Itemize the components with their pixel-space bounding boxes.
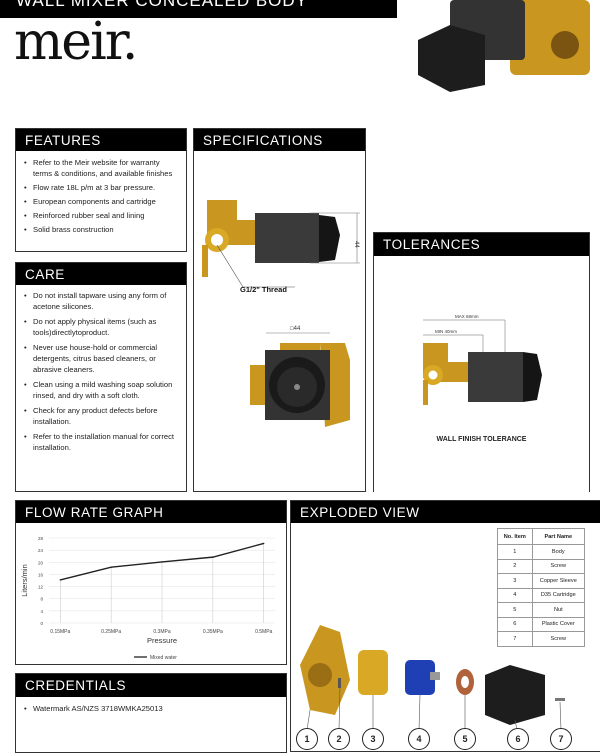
part-name: Body	[531, 544, 586, 560]
care-item: Clean using a mild washing soap solution…	[24, 379, 178, 401]
data-point	[110, 566, 112, 568]
item-no: 4	[497, 587, 533, 603]
data-point	[59, 579, 61, 581]
exploded-drawing	[300, 625, 565, 730]
part-name: Nut	[531, 602, 586, 618]
specifications-heading: SPECIFICATIONS	[194, 129, 365, 151]
feature-item: Flow rate 18L p/m at 3 bar pressure.	[24, 182, 178, 193]
tolerance-caption: WALL FINISH TOLERANCE	[436, 436, 527, 443]
credential-item: Watermark AS/NZS 3718WMKA25013	[24, 703, 278, 714]
feature-item: Refer to the Meir website for warranty t…	[24, 157, 178, 179]
item-no: 2	[497, 558, 533, 574]
x-tick-label: 0.3MPa	[153, 629, 170, 635]
max-tolerance: MAX 68mm	[455, 314, 479, 319]
credentials-heading: CREDENTIALS	[16, 674, 286, 697]
features-heading: FEATURES	[16, 129, 186, 151]
feature-item: Solid brass construction	[24, 224, 178, 235]
specifications-panel: SPECIFICATIONS	[193, 128, 366, 492]
callout-6: 6	[507, 728, 529, 750]
y-tick-label: 16	[38, 572, 44, 577]
flow-rate-heading: FLOW RATE GRAPH	[16, 501, 286, 523]
tolerances-heading: TOLERANCES	[374, 233, 589, 256]
data-point	[263, 542, 265, 545]
dim-height: 44	[353, 241, 359, 248]
flow-rate-chart: 0 4 8 12 16 20 24 28 0.15MPa 0.25MPa 0.3MPa 0.35MPa…	[20, 536, 275, 661]
y-tick-label: 8	[40, 597, 43, 602]
callout-3: 3	[362, 728, 384, 750]
y-tick-label: 4	[40, 609, 43, 614]
care-item: Refer to the installation manual for cor…	[24, 431, 178, 453]
y-tick-label: 12	[38, 585, 44, 590]
callout-7: 7	[550, 728, 572, 750]
y-axis-title: Liters/min	[20, 564, 29, 597]
thread-label: G1/2" Thread	[240, 285, 287, 294]
y-tick-label: 28	[38, 536, 44, 541]
item-no: 1	[497, 544, 533, 560]
x-tick-label: 0.35MPa	[203, 629, 223, 635]
x-tick-label: 0.25MPa	[101, 629, 121, 635]
care-item: Do not apply physical items (such as too…	[24, 316, 178, 338]
col-header: No. Item	[497, 528, 533, 545]
data-point	[212, 556, 214, 558]
item-no: 5	[497, 602, 533, 618]
features-panel: FEATURES Refer to the Meir website for w…	[15, 128, 187, 252]
feature-item: Reinforced rubber seal and lining	[24, 210, 178, 221]
care-item: Never use house-hold or commercial deter…	[24, 342, 178, 375]
specification-drawing: 44 G1/2" Thread □44	[202, 200, 360, 427]
callout-4: 4	[408, 728, 430, 750]
part-name: Screw	[531, 631, 586, 647]
part-name: Copper Sleeve	[531, 573, 586, 589]
title-bar: WALL MIXER CONCEALED BODY	[0, 0, 397, 18]
product-image	[418, 0, 590, 92]
x-tick-label: 0.15MPa	[50, 629, 70, 635]
credentials-panel: CREDENTIALS Watermark AS/NZS 3718WMKA250…	[15, 673, 287, 753]
y-tick-label: 0	[40, 621, 43, 626]
tolerance-drawing: MAX 68mm MIN 40mm	[423, 314, 542, 405]
care-item: Check for any product defects before ins…	[24, 405, 178, 427]
part-name: Screw	[531, 558, 586, 574]
part-name: D35 Cartridge	[531, 587, 586, 603]
x-axis-title: Pressure	[147, 636, 177, 645]
care-item: Do not install tapware using any form of…	[24, 290, 178, 312]
callout-5: 5	[454, 728, 476, 750]
care-panel: CARE Do not install tapware using any fo…	[15, 262, 187, 492]
data-point	[161, 561, 163, 563]
product-title: WALL MIXER CONCEALED BODY	[16, 0, 309, 10]
feature-item: European components and cartridge	[24, 196, 178, 207]
dim-square: □44	[290, 326, 301, 332]
legend-label: Mixed water	[150, 655, 177, 661]
meir-logo: meir.	[14, 12, 138, 72]
care-heading: CARE	[16, 263, 186, 285]
y-tick-label: 24	[38, 548, 44, 553]
y-tick-label: 20	[38, 560, 44, 565]
x-tick-label: 0.5MPa	[255, 629, 272, 635]
exploded-heading: EXPLODED VIEW	[291, 501, 600, 523]
min-tolerance: MIN 40mm	[435, 329, 457, 334]
callout-2: 2	[328, 728, 350, 750]
col-header: Part Name	[531, 528, 586, 545]
callout-1: 1	[296, 728, 318, 750]
item-no: 3	[497, 573, 533, 589]
